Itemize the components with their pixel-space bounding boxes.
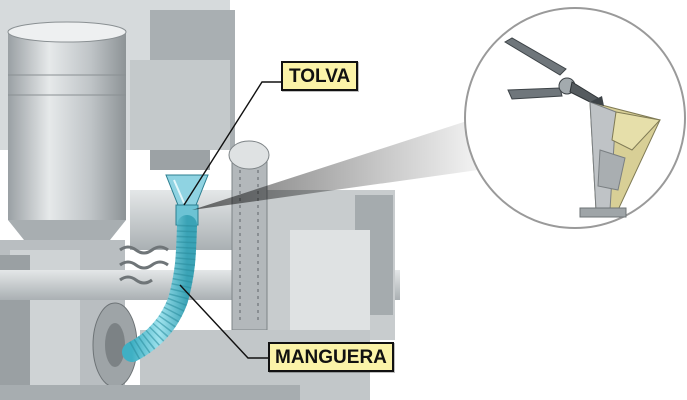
tolva-leader [183, 81, 282, 206]
silo [8, 30, 126, 220]
manguera-hose [122, 215, 197, 362]
manguera-label: MANGUERA [268, 342, 394, 372]
detail-view [464, 7, 686, 229]
pliers-icon [504, 37, 599, 105]
manguera-leader [179, 284, 268, 359]
magnifier-cone [192, 120, 478, 210]
detail-hopper [579, 96, 661, 218]
tolva-label: TOLVA [281, 61, 359, 91]
machine-body [0, 0, 400, 400]
